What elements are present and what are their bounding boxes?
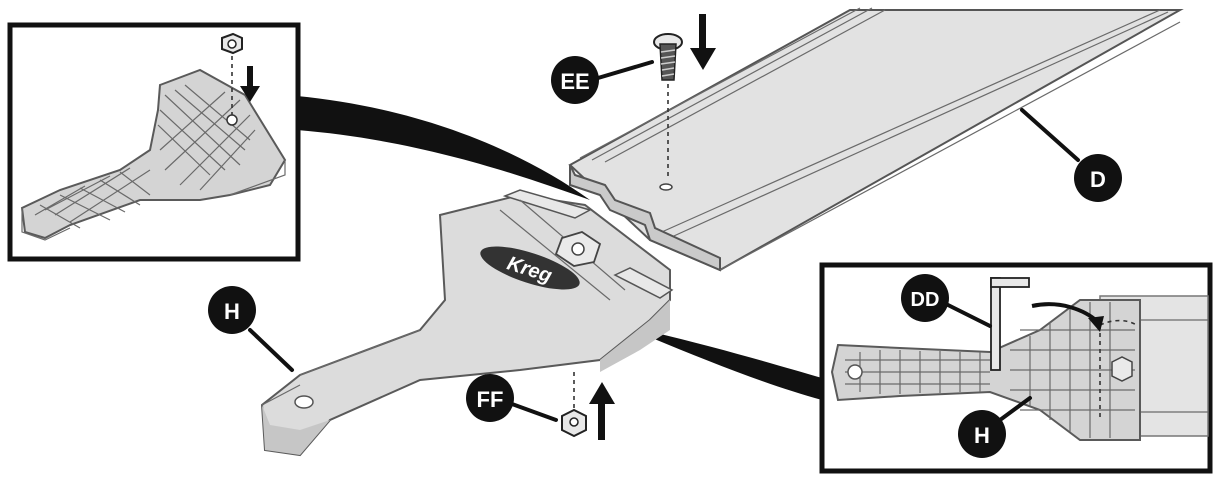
callout-d: D xyxy=(1074,154,1122,202)
nut-ff xyxy=(561,408,587,438)
callout-h-inset-label: H xyxy=(974,423,990,448)
top-left-leader-wedge xyxy=(297,96,590,200)
callout-ee: EE xyxy=(551,56,599,104)
nut-up-arrow xyxy=(589,382,615,440)
inset-nut xyxy=(221,32,243,55)
inset-top-left xyxy=(7,22,301,262)
track-rail xyxy=(568,7,1184,272)
inset-br-grid xyxy=(845,302,1135,438)
screw-ee xyxy=(653,33,683,81)
callout-h-main-label: H xyxy=(224,299,240,324)
callout-ee-label: EE xyxy=(560,69,589,94)
bottom-right-leader-wedge xyxy=(652,332,822,400)
inset-bottom-right xyxy=(819,262,1213,474)
callout-dd-label: DD xyxy=(911,289,940,311)
callout-h-main: H xyxy=(208,286,256,334)
inset-handle-grid xyxy=(34,84,256,229)
inset-down-arrow xyxy=(240,66,260,102)
main-handle xyxy=(260,189,674,457)
screw-down-arrow xyxy=(690,14,716,70)
callout-h-inset: H xyxy=(958,410,1006,458)
callout-ff-label: FF xyxy=(477,387,504,412)
callout-dd: DD xyxy=(901,274,949,322)
inset-handle-body xyxy=(20,68,287,240)
hex-key xyxy=(990,277,1030,371)
kreg-logo: Kreg xyxy=(480,246,580,290)
callout-d-label: D xyxy=(1090,167,1106,192)
callout-ff: FF xyxy=(466,374,514,422)
